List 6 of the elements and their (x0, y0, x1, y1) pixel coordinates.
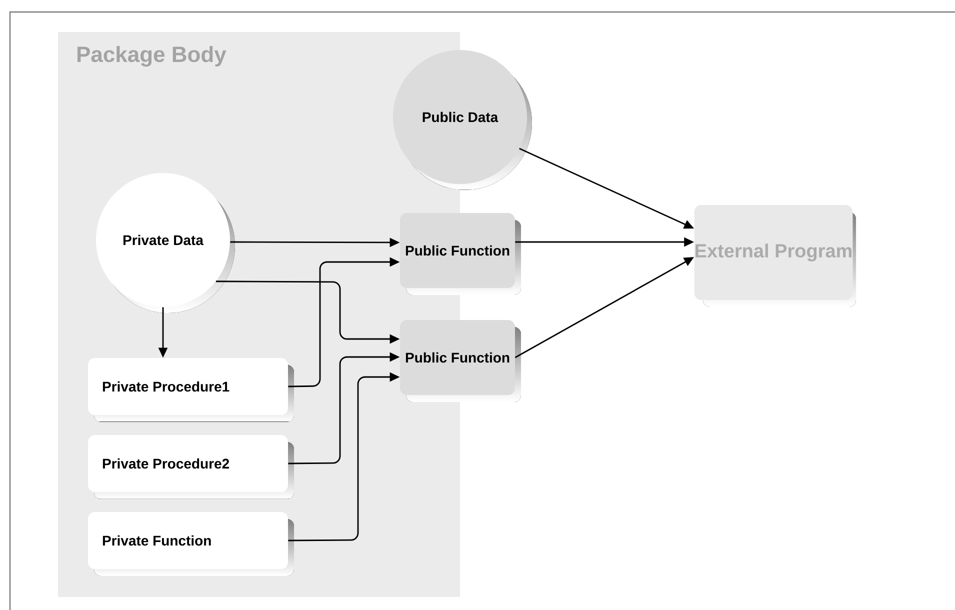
program-box: External Program (694, 205, 856, 307)
function-box: Public Function (400, 213, 521, 295)
procedure-box: Private Procedure2 (88, 435, 294, 499)
function-box: Public Function (400, 320, 521, 402)
procedure-box: Private Procedure1 (88, 358, 294, 422)
procedure-box: Private Function (88, 512, 294, 576)
